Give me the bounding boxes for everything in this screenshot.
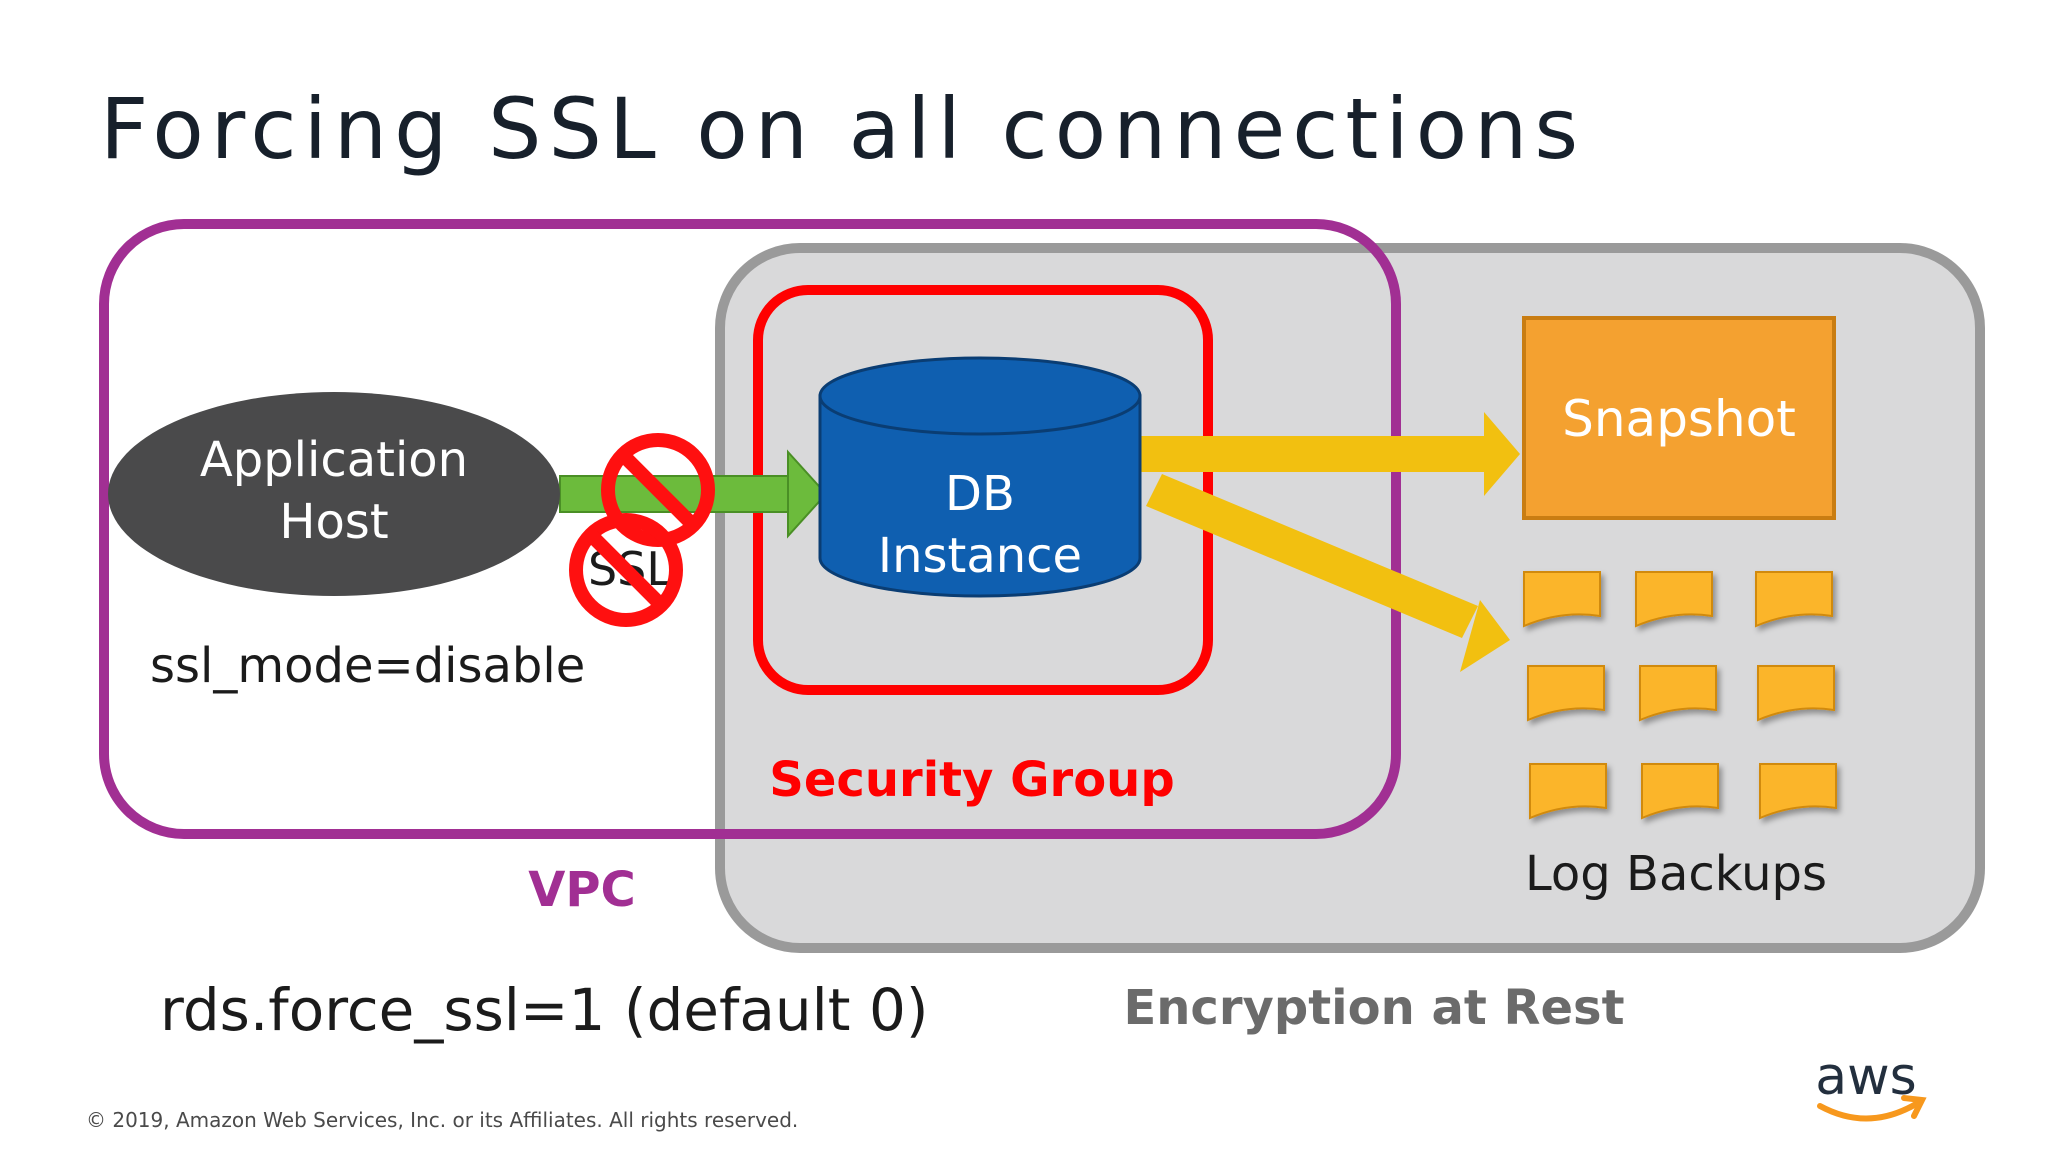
application-host-line1: Application (200, 432, 468, 488)
force-ssl-setting: rds.force_ssl=1 (default 0) (160, 976, 929, 1044)
log-backup-tile (1639, 665, 1717, 722)
aws-smile-icon (1817, 1101, 1919, 1122)
snapshot-box (1522, 316, 1836, 520)
security-group-label: Security Group (769, 752, 1174, 808)
log-backups-label: Log Backups (1525, 846, 1827, 902)
db-instance (818, 356, 1142, 598)
slide-title: Forcing SSL on all connections (100, 80, 1586, 178)
log-backup-tile (1529, 763, 1607, 820)
log-backup-tile (1755, 571, 1833, 628)
yellow-arrow-snapshot (1138, 412, 1520, 496)
log-backup-tiles (1523, 571, 1837, 820)
log-backup-tile (1759, 763, 1837, 820)
log-backup-tile (1635, 571, 1713, 628)
log-backup-tile (1757, 665, 1835, 722)
ssl-mode-text: ssl_mode=disable (150, 638, 585, 694)
application-host (108, 392, 560, 596)
log-backup-tile (1527, 665, 1605, 722)
yellow-arrow-log-backups (1146, 474, 1510, 672)
db-instance-line2: Instance (878, 528, 1082, 584)
no-sign-icon (569, 513, 683, 627)
vpc-box (99, 219, 1401, 839)
copyright-footer: © 2019, Amazon Web Services, Inc. or its… (86, 1108, 799, 1132)
aws-logo-text: aws (1815, 1047, 1917, 1107)
log-backup-tile (1641, 763, 1719, 820)
encryption-at-rest-label: Encryption at Rest (1123, 980, 1624, 1036)
db-instance-line1: DB (945, 466, 1015, 522)
snapshot-label: Snapshot (1562, 390, 1796, 448)
log-backup-tile (1523, 571, 1601, 628)
application-host-line2: Host (279, 494, 388, 550)
aws-logo: aws (1815, 1047, 1927, 1122)
vpc-label: VPC (528, 862, 636, 918)
